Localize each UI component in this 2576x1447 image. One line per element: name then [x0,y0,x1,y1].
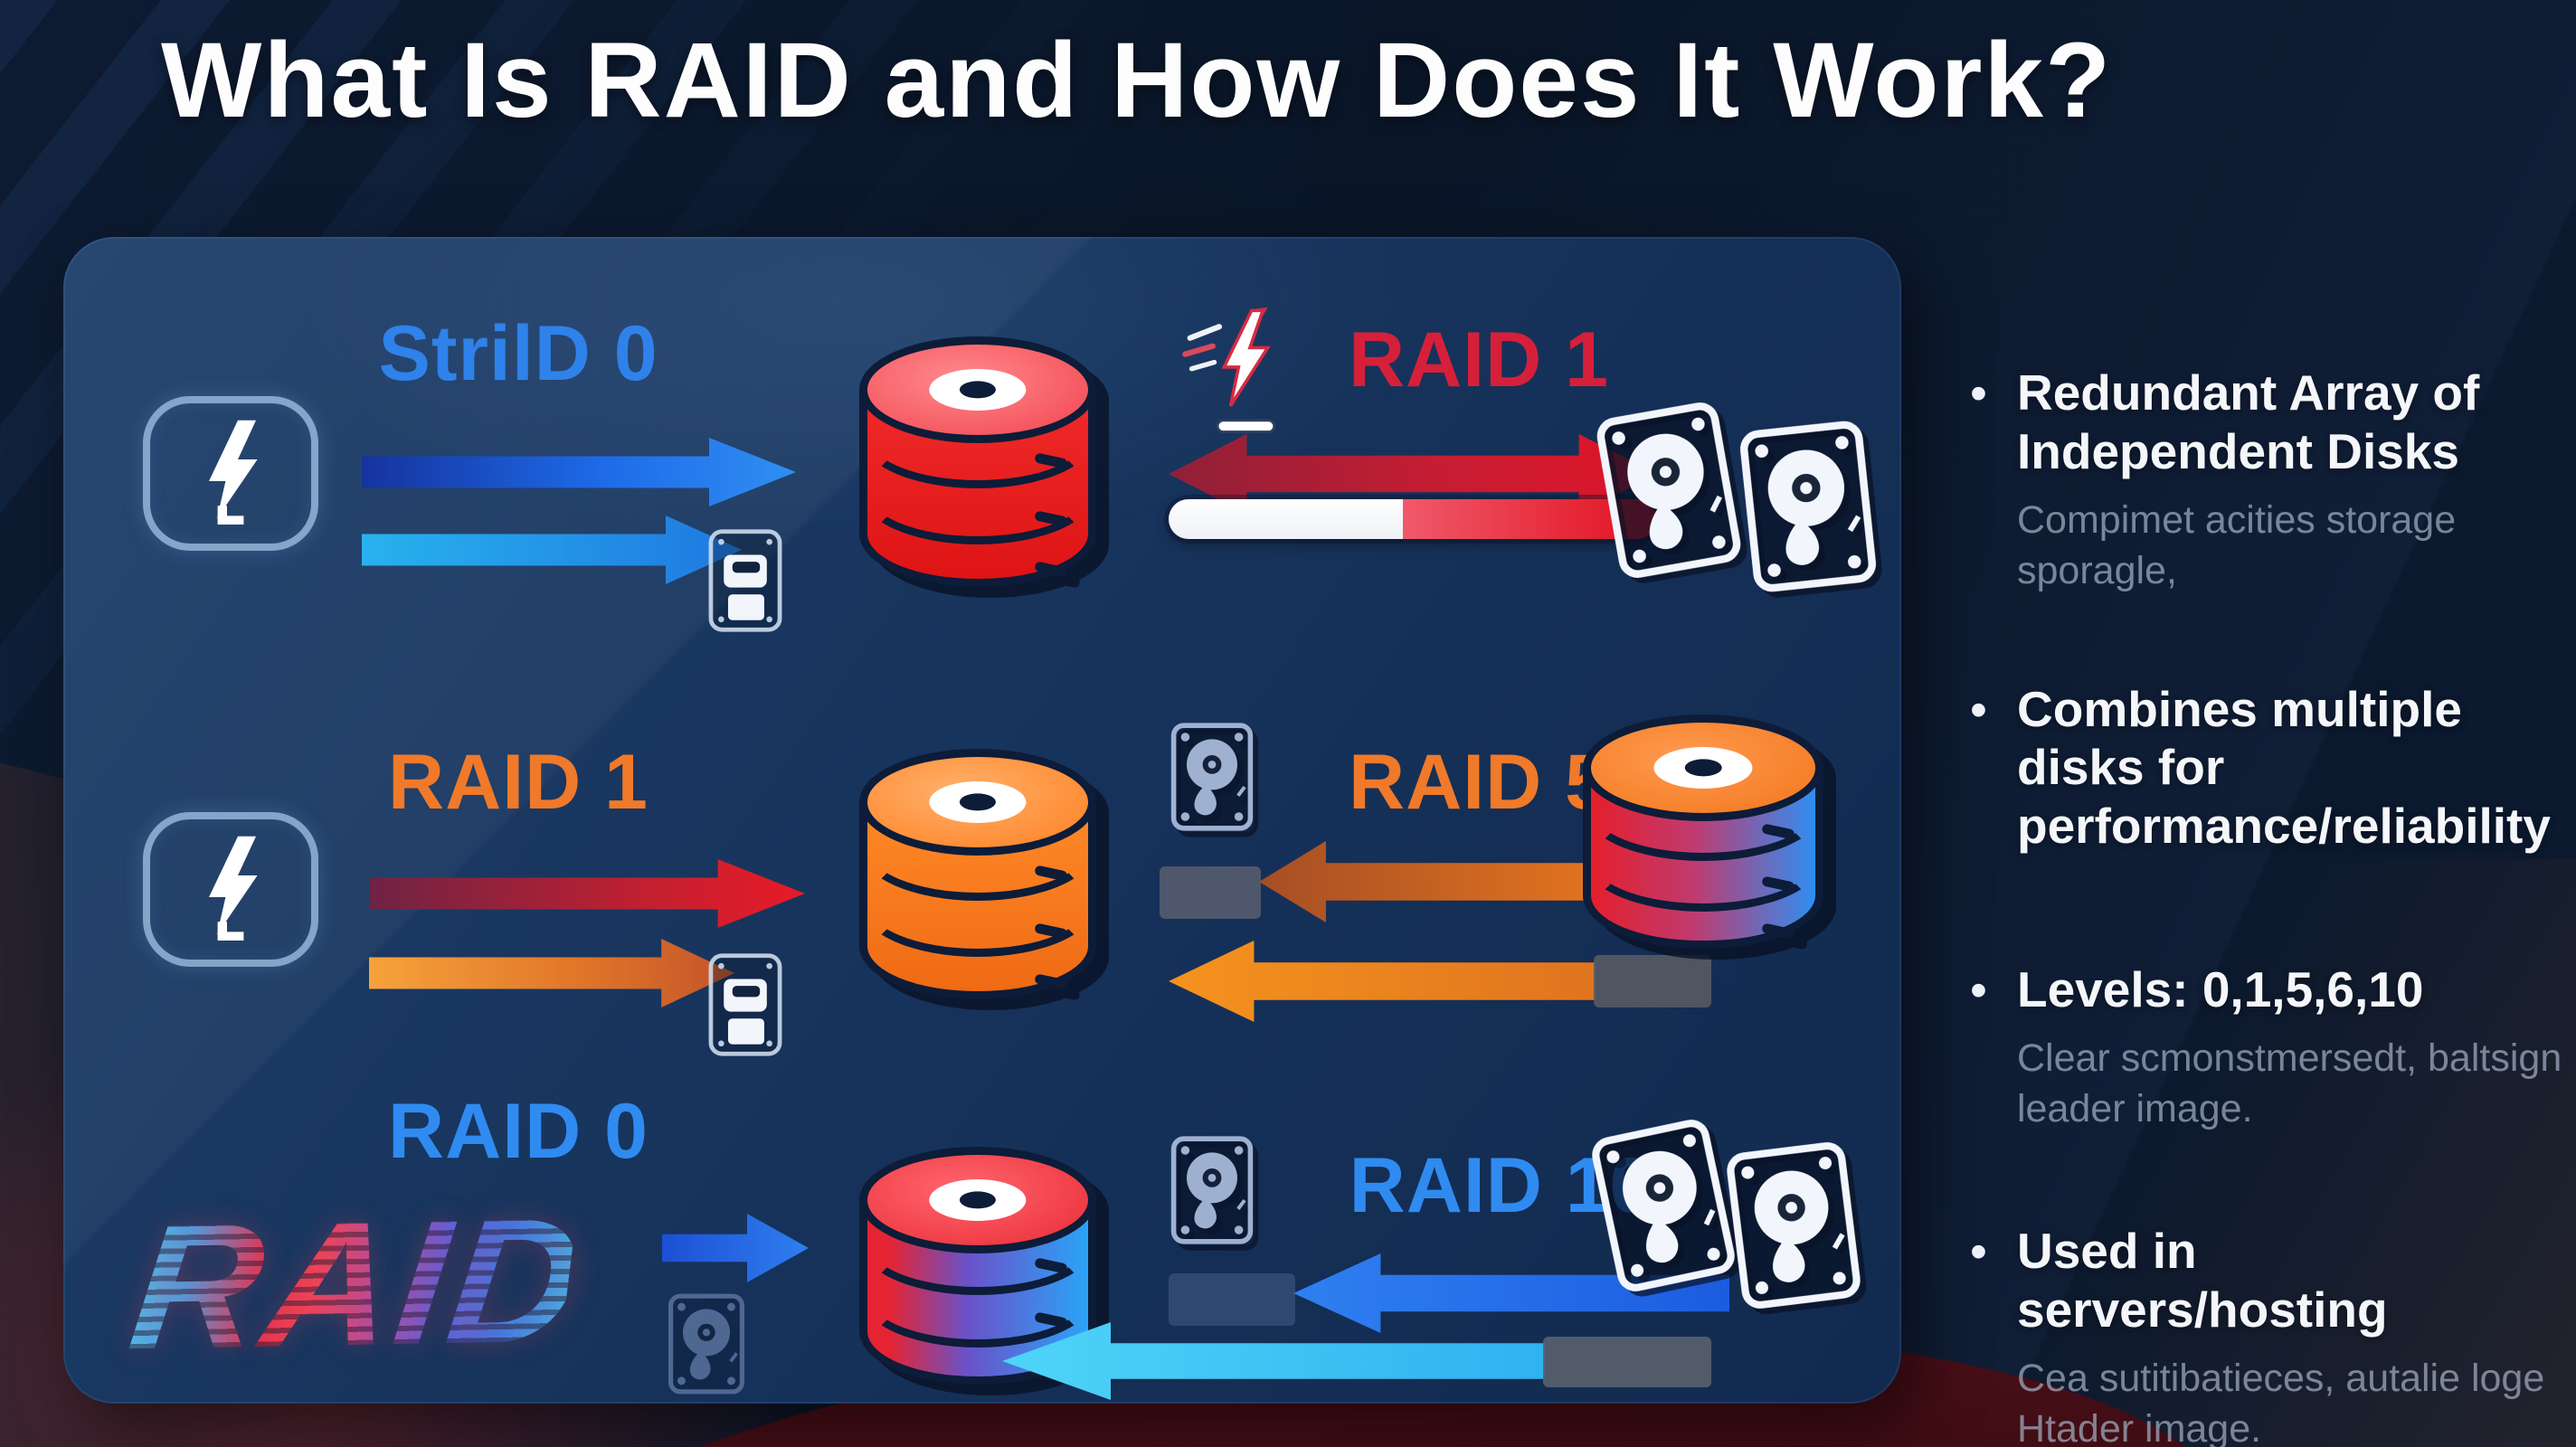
bullet-subtext: Cea sutitibatieces, autalie loge Htader … [2017,1356,2545,1447]
bullet-heading: Redundant Array of Independent Disks [2017,364,2480,479]
bullet-dot: • [1970,963,1987,1018]
bullet-body: Used in servers/hosting Cea sutitibatiec… [2017,1222,2567,1447]
gray-data-segment [1543,1337,1711,1387]
bullet-servers-hosting: • Used in servers/hosting Cea sutitibati… [1970,1222,2567,1447]
speed-bolt-icon [1176,306,1292,443]
progress-white-segment [1169,499,1404,539]
bullet-dot: • [1970,1224,1987,1279]
bullet-raid-definition: • Redundant Array of Independent Disks C… [1970,364,2567,597]
hdd-mini-icon [1169,1132,1255,1248]
row3-left-label: RAID 0 [388,1088,649,1175]
drive-badge-icon [706,527,785,634]
drive-badge-icon [706,951,785,1058]
raid-logo: RAID [121,1180,595,1387]
bullet-body: Redundant Array of Independent Disks Com… [2017,364,2567,597]
bullet-heading: Levels: 0,1,5,6,10 [2017,961,2424,1018]
hdd-mini-icon [1169,719,1255,835]
bullet-combines-disks: • Combines multiple disks for performanc… [1970,680,2567,856]
bullet-heading: Combines multiple disks for performance/… [2017,680,2551,855]
gray-data-segment [1594,955,1711,1007]
hdd-icon [1734,415,1883,598]
bullet-heading: Used in servers/hosting [2017,1222,2388,1338]
mirror-progress-bar [1169,499,1657,539]
row1-left-label: StrilD 0 [378,310,658,397]
gray-data-segment [1169,1273,1295,1326]
lightning-badge-icon [143,812,318,967]
sidebar: • Redundant Array of Independent Disks C… [1970,364,2567,1447]
bullet-subtext: Compimet acities storage sporagle, [2017,497,2457,592]
row2-right-label: RAID 5 [1349,739,1609,826]
hdd-faint-icon [666,1291,747,1396]
bullet-subtext: Clear scmonstmersedt, baltsign leader im… [2017,1036,2562,1131]
bullet-dot: • [1970,682,1987,737]
page-title: What Is RAID and How Does It Work? [161,21,2113,140]
bullet-body: Combines multiple disks for performance/… [2017,680,2551,856]
row1-right-label: RAID 1 [1349,317,1609,403]
row2-left-label: RAID 1 [388,739,649,826]
bolt-icon [187,416,274,532]
bullet-dot: • [1970,366,1987,421]
hdd-icon [1719,1136,1867,1315]
lightning-badge-icon [143,396,318,551]
bullet-body: Levels: 0,1,5,6,10 Clear scmonstmersedt,… [2017,960,2562,1135]
bolt-icon [187,832,274,948]
gray-data-segment [1160,866,1261,919]
bullet-levels: • Levels: 0,1,5,6,10 Clear scmonstmersed… [1970,960,2567,1135]
